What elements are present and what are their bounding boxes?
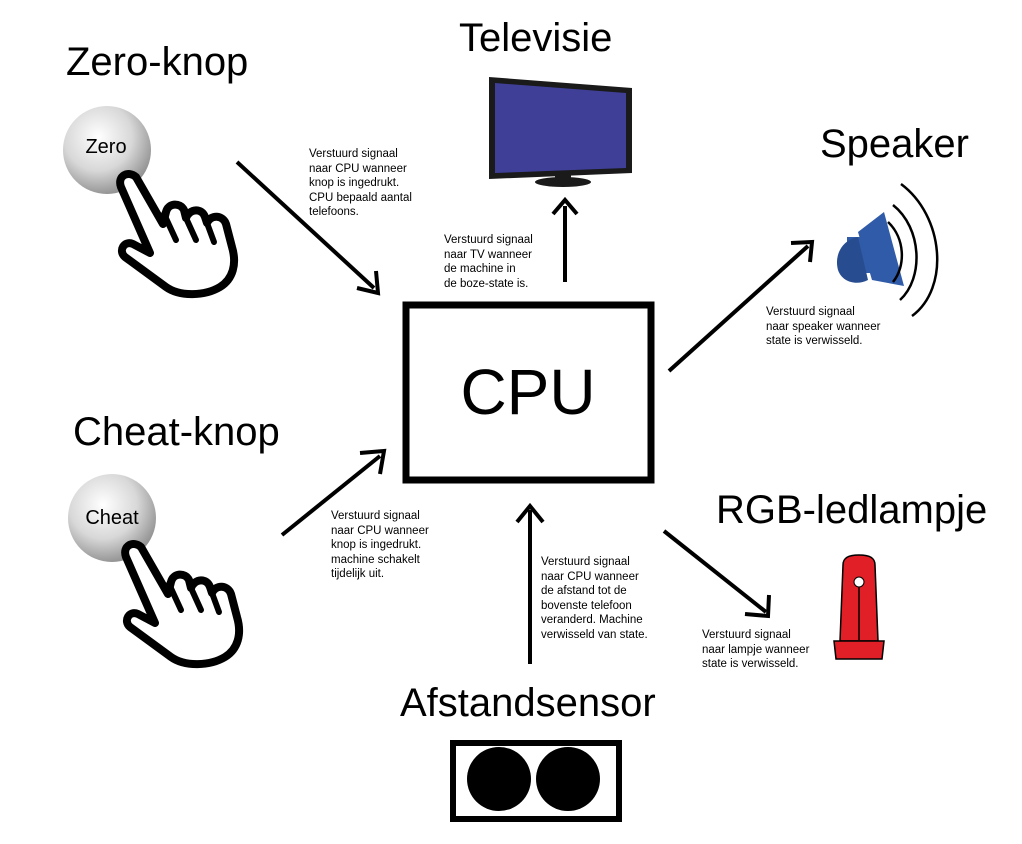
arrow-cpu-to-speaker	[667, 244, 810, 373]
distance-sensor-icon	[450, 740, 622, 822]
speaker-note: Verstuurd signaal naar speaker wanneer s…	[766, 306, 881, 347]
speaker-icon	[836, 182, 939, 318]
zero-button-label: Zero	[85, 136, 127, 158]
zero-hand-icon	[116, 170, 239, 299]
rgb-ledlampje-title: RGB-ledlampje	[716, 488, 988, 532]
zero-knop-title: Zero-knop	[66, 40, 249, 84]
television-icon	[489, 77, 632, 187]
cpu-box	[402, 301, 655, 484]
arrow-cheat-to-cpu	[280, 454, 382, 537]
arrow-speaker-head	[790, 239, 815, 263]
cheat-note: Verstuurd signaal naar CPU wanneer knop …	[331, 510, 429, 580]
zero-note: Verstuurd signaal naar CPU wanneer knop …	[309, 148, 412, 218]
arrow-tv-head	[551, 196, 579, 216]
afstandsensor-title: Afstandsensor	[400, 681, 656, 725]
televisie-title: Televisie	[459, 16, 613, 60]
led-lamp-icon	[833, 554, 885, 660]
cheat-button-label: Cheat	[85, 507, 139, 529]
arrows	[235, 160, 815, 664]
arrow-cpu-to-rgb	[662, 529, 768, 614]
cheat-hand-icon	[121, 540, 244, 669]
rgb-note: Verstuurd signaal naar lampje wanneer st…	[702, 629, 810, 670]
arrow-zero-head	[356, 270, 381, 296]
speaker-title: Speaker	[820, 122, 969, 166]
cpu-label: CPU	[460, 356, 596, 428]
cheat-knop-title: Cheat-knop	[73, 410, 280, 454]
arrow-zero-to-cpu	[235, 160, 376, 290]
arrow-cheat-head	[359, 448, 387, 475]
sensor-note: Verstuurd signaal naar CPU wanneer de af…	[541, 556, 648, 641]
tv-note: Verstuurd signaal naar TV wanneer de mac…	[444, 234, 533, 290]
arrow-sensor-head	[515, 502, 545, 524]
arrow-rgb-head	[744, 594, 771, 619]
